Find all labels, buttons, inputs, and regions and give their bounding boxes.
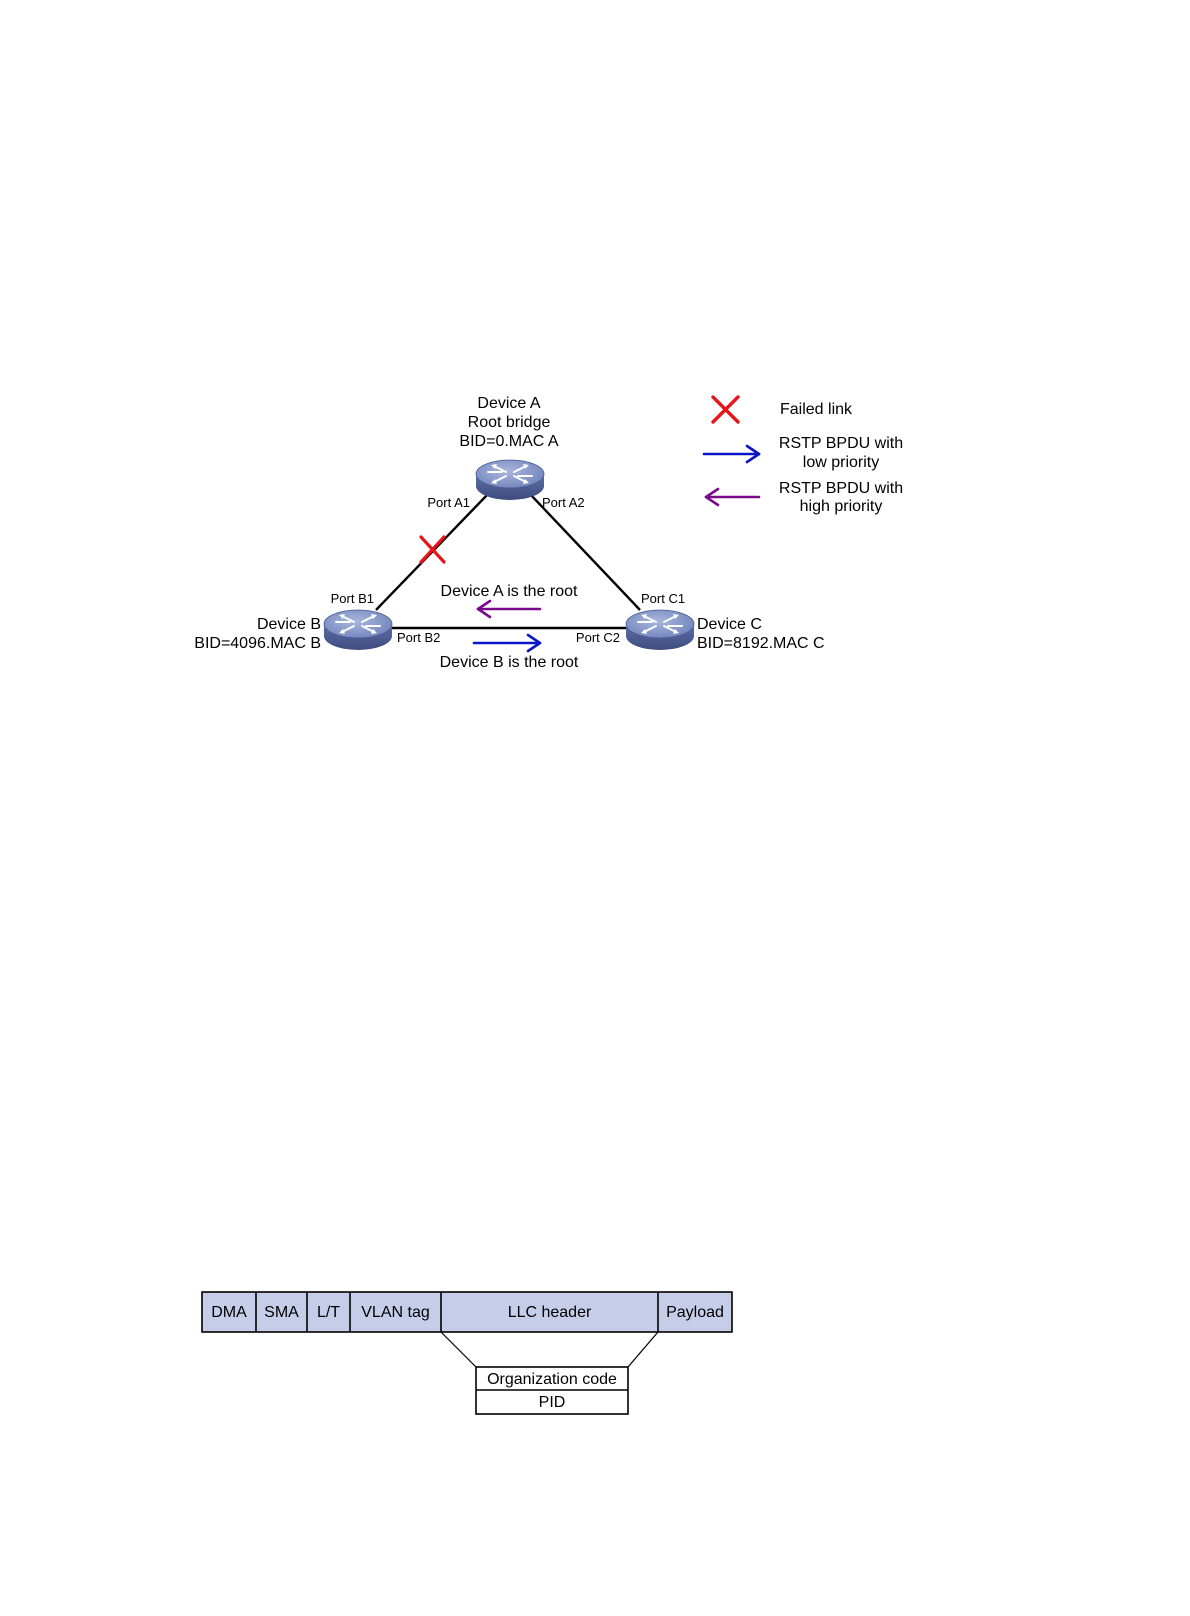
llc-subfield-organization-code: Organization code — [487, 1371, 617, 1388]
frame-field-sma: SMA — [264, 1304, 299, 1321]
legend-failed-link-icon — [711, 395, 740, 424]
message-device-a-root: Device A is the root — [441, 583, 579, 600]
llc-expansion-line-right — [627, 1331, 659, 1368]
device-a-role: Root bridge — [468, 414, 551, 431]
low-priority-bpdu-arrow — [472, 633, 542, 653]
device-a-bid: BID=0.MAC A — [459, 433, 558, 450]
device-c-switch-icon — [625, 609, 695, 651]
device-b-bid: BID=4096.MAC B — [194, 635, 321, 652]
legend-low-priority-arrow-icon — [702, 444, 761, 464]
port-c2-label: Port C2 — [576, 630, 620, 645]
device-b-switch-icon — [323, 609, 393, 651]
frame-field-lt: L/T — [317, 1304, 340, 1321]
device-a-name: Device A — [477, 395, 540, 412]
device-c-bid: BID=8192.MAC C — [697, 635, 825, 652]
device-c-name: Device C — [697, 616, 762, 633]
link-a-c — [529, 493, 641, 611]
legend-high-priority-line1: RSTP BPDU with — [779, 480, 903, 497]
device-a-switch-icon — [475, 459, 545, 501]
legend-failed-link-label: Failed link — [780, 401, 853, 418]
port-b1-label: Port B1 — [331, 591, 374, 606]
frame-field-payload: Payload — [666, 1304, 724, 1321]
message-device-b-root: Device B is the root — [440, 654, 579, 671]
port-c1-label: Port C1 — [641, 591, 685, 606]
port-b2-label: Port B2 — [397, 630, 440, 645]
legend-high-priority-arrow-icon — [704, 487, 761, 507]
high-priority-bpdu-arrow — [476, 599, 542, 619]
frame-bar — [201, 1291, 733, 1333]
frame-format: DMA SMA L/T VLAN tag LLC header Payload … — [201, 1291, 733, 1415]
frame-field-vlan-tag: VLAN tag — [361, 1304, 429, 1321]
llc-subfield-pid: PID — [539, 1394, 566, 1411]
device-b-name: Device B — [257, 616, 321, 633]
port-a1-label: Port A1 — [427, 495, 470, 510]
port-a2-label: Port A2 — [542, 495, 585, 510]
llc-expansion-line-left — [440, 1331, 477, 1368]
frame-field-llc-header: LLC header — [508, 1304, 592, 1321]
legend: Failed link RSTP BPDU with low priority … — [702, 395, 903, 515]
legend-low-priority-line2: low priority — [803, 454, 879, 471]
legend-low-priority-line1: RSTP BPDU with — [779, 435, 903, 452]
legend-high-priority-line2: high priority — [800, 498, 883, 515]
failed-link-marker — [419, 535, 446, 564]
frame-field-dma: DMA — [211, 1304, 247, 1321]
